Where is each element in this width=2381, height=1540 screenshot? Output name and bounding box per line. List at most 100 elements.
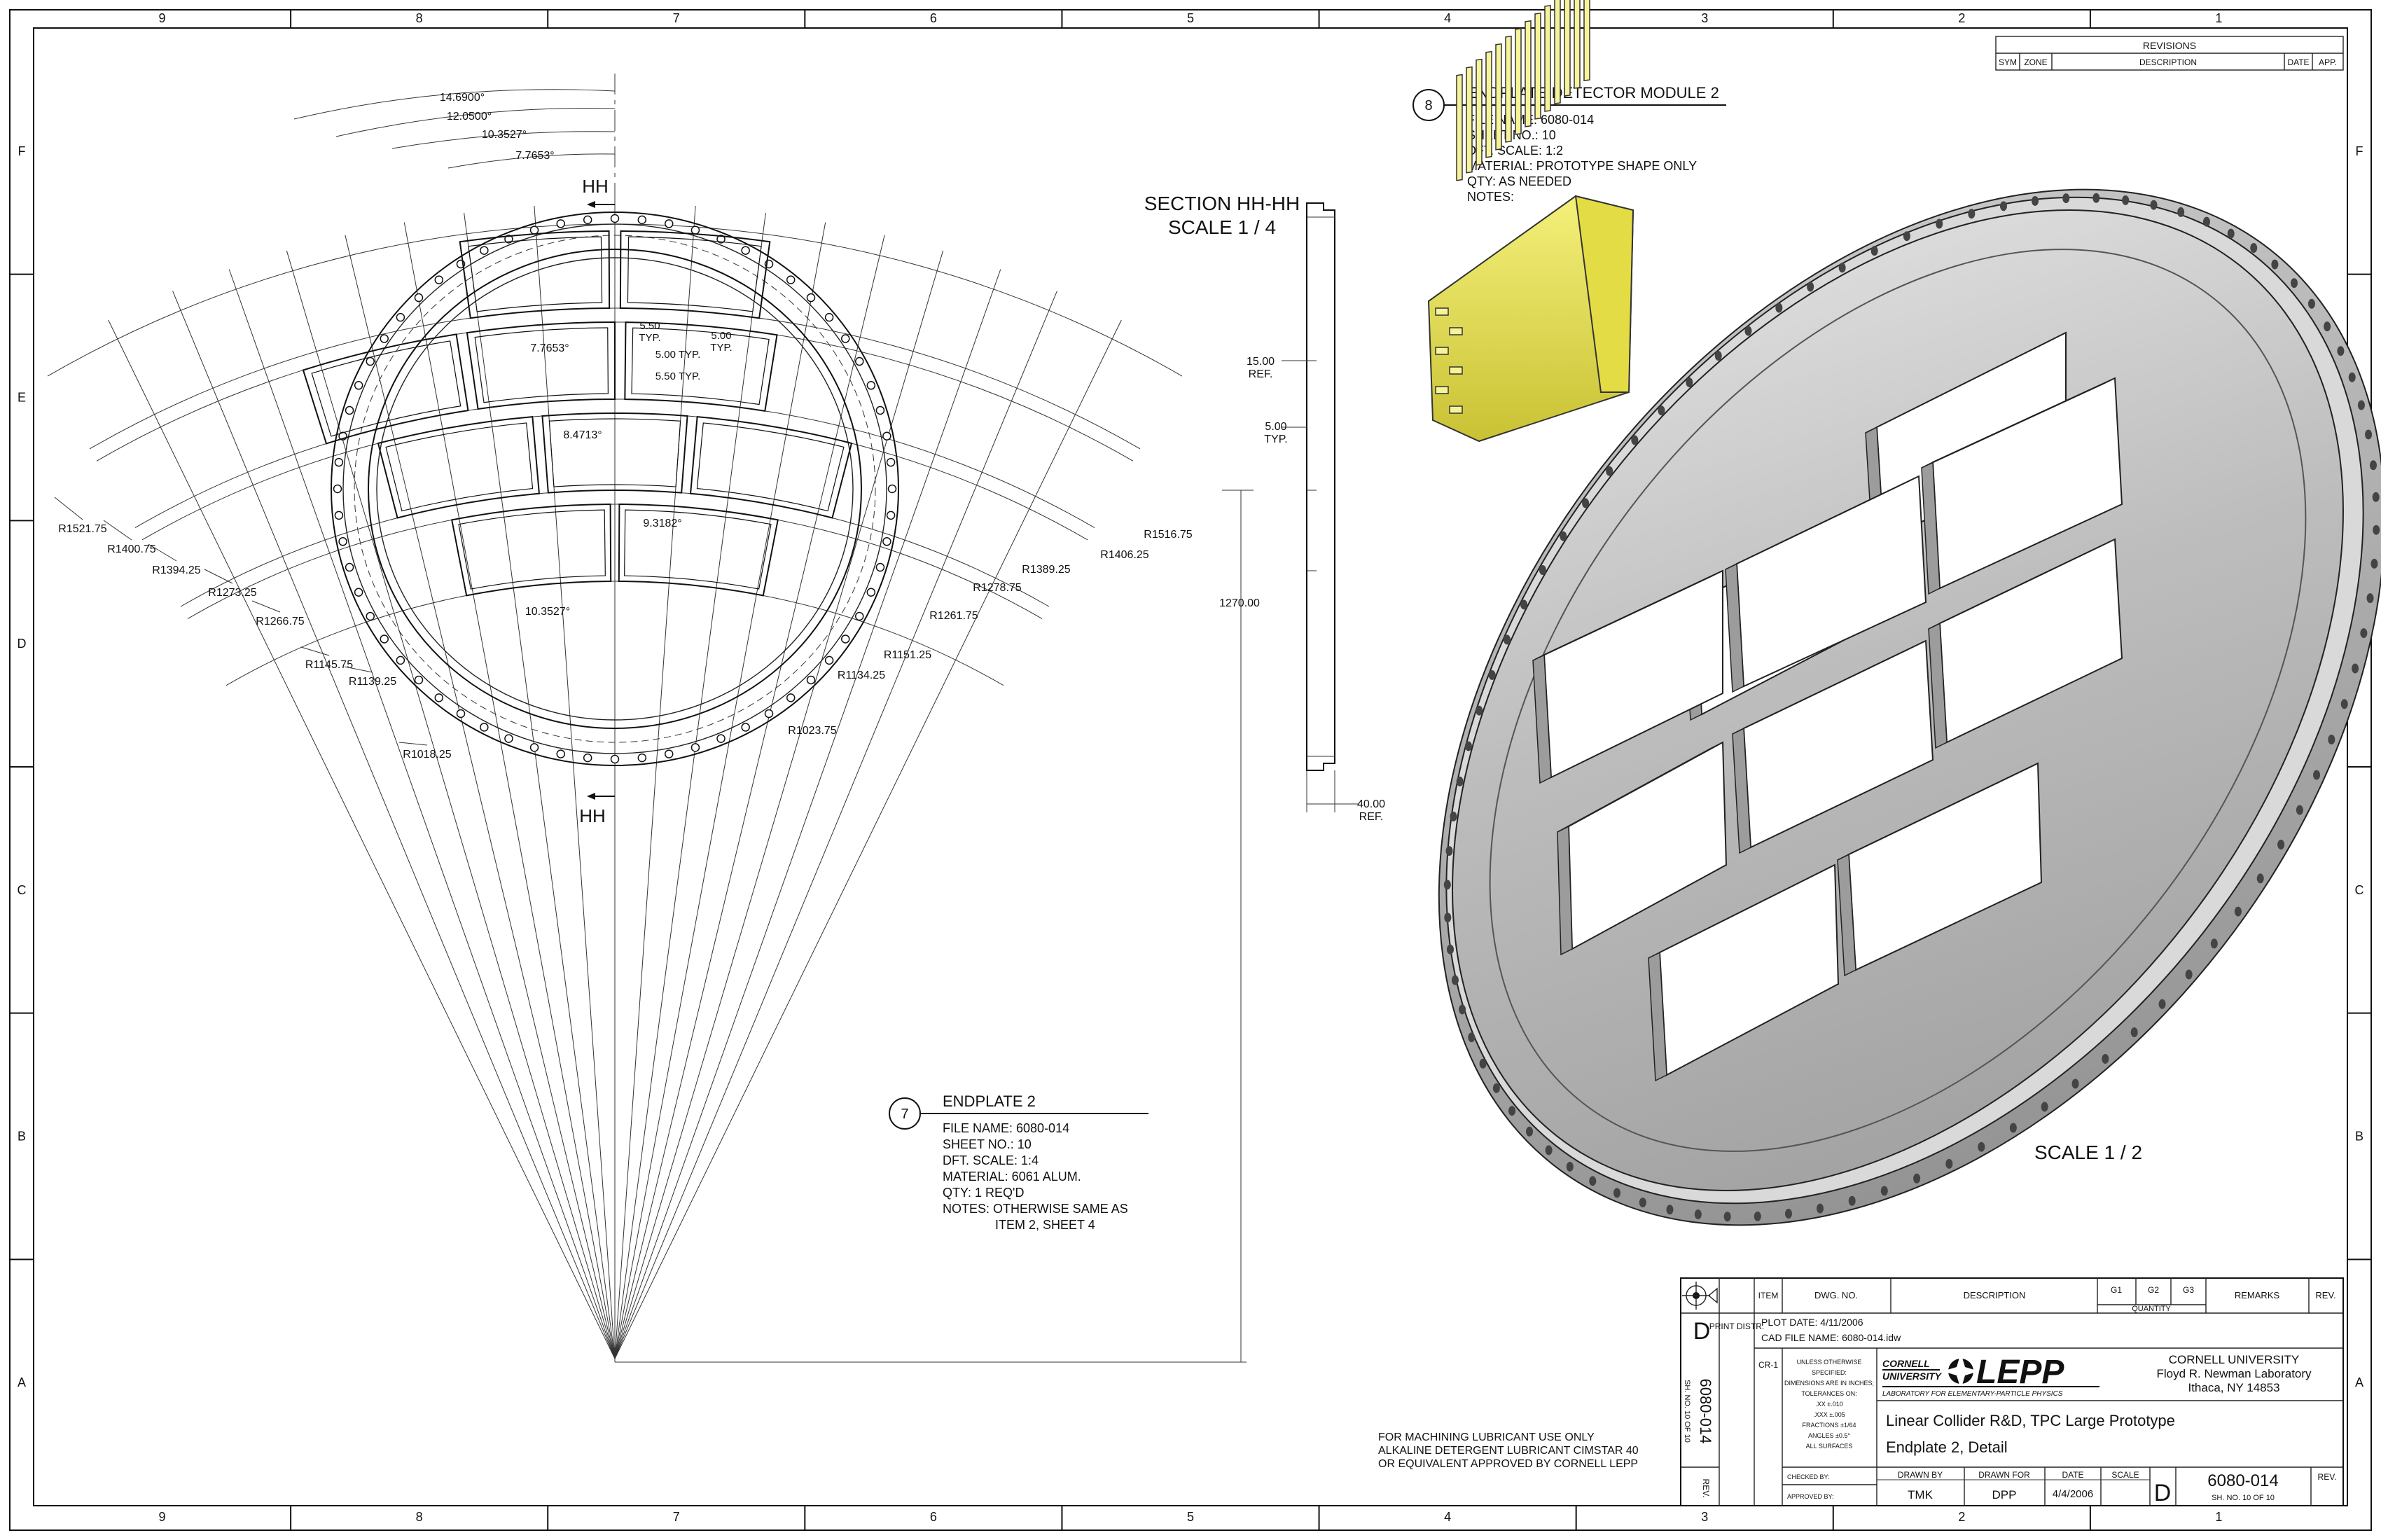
- zone-column-label: 9: [159, 11, 166, 25]
- zone-row-label: C: [2355, 883, 2364, 897]
- angle-dim-4: 7.7653°: [515, 150, 554, 162]
- right-radius-label: R1389.25: [1022, 564, 1070, 576]
- callout-line: MATERIAL: PROTOTYPE SHAPE ONLY: [1467, 159, 1697, 173]
- cell-angle-3: 9.3182°: [643, 518, 681, 529]
- approved-by: APPROVED BY:: [1787, 1493, 1834, 1500]
- zone-row-label: C: [18, 883, 27, 897]
- drawn-by-label: DRAWN BY: [1898, 1470, 1943, 1480]
- org-line-3: Ithaca, NY 14853: [2188, 1381, 2279, 1394]
- iso-scale: SCALE 1 / 2: [2034, 1142, 2142, 1163]
- zone-row-label: F: [2356, 144, 2363, 158]
- dim-40: 40.00: [1357, 798, 1385, 810]
- zone-column-label: 3: [1701, 11, 1708, 25]
- dwg-number: 6080-014: [2207, 1471, 2278, 1490]
- lubricant-note-line: OR EQUIVALENT APPROVED BY CORNELL LEPP: [1378, 1458, 1638, 1470]
- sheet-border: [9, 9, 2372, 1531]
- cr-label: CR-1: [1758, 1360, 1778, 1370]
- section-title: SECTION HH-HH: [1144, 193, 1300, 214]
- plot-date: PLOT DATE: 4/11/2006: [1761, 1317, 1863, 1328]
- note-5-00-typ-2: 5.00 TYP.: [655, 349, 701, 361]
- org-line-2: Floyd R. Newman Laboratory: [2156, 1367, 2312, 1380]
- left-radius-label: R1139.25: [349, 676, 396, 688]
- callout-line: QTY: AS NEEDED: [1467, 174, 1571, 188]
- right-radius-label: R1023.75: [788, 725, 836, 737]
- section-label-bottom: HH: [579, 805, 606, 826]
- tb-g3: G3: [2183, 1285, 2194, 1295]
- callout-line: QTY: 1 REQ'D: [943, 1186, 1024, 1200]
- zone-column-label: 8: [416, 11, 423, 25]
- tb-g1: G1: [2111, 1285, 2122, 1295]
- drawn-for-label: DRAWN FOR: [1978, 1470, 2030, 1480]
- right-radius-label: R1406.25: [1100, 549, 1148, 561]
- front-view: 14.6900° 12.0500° 10.3527° 7.7653° 1270.…: [47, 74, 1260, 1363]
- tolerance-line: DIMENSIONS ARE IN INCHES;: [1784, 1380, 1874, 1387]
- callout-line: NOTES:: [1467, 190, 1514, 204]
- title-line-2: Endplate 2, Detail: [1886, 1438, 2008, 1456]
- lubricant-note-line: ALKALINE DETERGENT LUBRICANT CIMSTAR 40: [1378, 1445, 1639, 1457]
- sheet-number: SH. NO. 10 OF 10: [2212, 1494, 2275, 1502]
- zone-column-label: 6: [930, 1510, 937, 1524]
- zone-column-label: 4: [1444, 11, 1451, 25]
- zone-column-label: 1: [2215, 1510, 2222, 1524]
- section-arrow-bottom: HH: [579, 793, 615, 826]
- dim-15-ref: REF.: [1249, 368, 1273, 380]
- org-line-1: CORNELL UNIVERSITY: [2169, 1353, 2299, 1366]
- right-radius-label: R1134.25: [838, 670, 885, 681]
- zone-column-label: 5: [1187, 11, 1194, 25]
- drawn-date: 4/4/2006: [2053, 1488, 2093, 1500]
- zone-row-label: E: [18, 391, 26, 405]
- tolerance-line: SPECIFIED:: [1812, 1369, 1847, 1376]
- zone-column-label: 2: [1958, 1510, 1965, 1524]
- callout-line: SHEET NO.: 10: [943, 1137, 1032, 1151]
- title-block: D PRINT DISTR. ITEM DWG. NO. DESCRIPTION…: [1680, 1277, 2344, 1506]
- angle-dim-3: 10.3527°: [482, 129, 527, 141]
- angle-dim-1: 14.6900°: [440, 92, 485, 104]
- print-distr: PRINT DISTR.: [1709, 1322, 1764, 1331]
- tolerance-line: TOLERANCES ON:: [1801, 1390, 1856, 1397]
- rev-header-zone: ZONE: [2024, 57, 2047, 67]
- title-line-1: Linear Collider R&D, TPC Large Prototype: [1886, 1412, 2175, 1429]
- right-radius-label: R1261.75: [929, 610, 978, 622]
- size-letter: D: [1693, 1318, 1711, 1345]
- section-label-top: HH: [582, 176, 609, 197]
- lubricant-note: FOR MACHINING LUBRICANT USE ONLY ALKALINE…: [1378, 1431, 1639, 1470]
- note-5-50-typ: TYP.: [639, 332, 660, 344]
- tb-remarks: REMARKS: [2235, 1290, 2280, 1300]
- drawn-for: DPP: [1992, 1488, 2017, 1501]
- lepp-logo: CORNELL UNIVERSITY LEPP LABORATORY FOR E…: [1882, 1353, 2099, 1398]
- callout-line: DFT. SCALE: 1:4: [943, 1153, 1039, 1167]
- zone-row-label: B: [2355, 1130, 2363, 1144]
- date-label: DATE: [2062, 1470, 2083, 1480]
- angle-dim-2: 12.0500°: [447, 111, 492, 123]
- drawn-by: TMK: [1908, 1488, 1934, 1501]
- tb-description: DESCRIPTION: [1964, 1290, 2026, 1300]
- zone-column-label: 2: [1958, 11, 1965, 25]
- logo-cornell: CORNELL: [1882, 1358, 1930, 1369]
- zone-row-label: D: [18, 637, 27, 651]
- right-radius-label: R1278.75: [973, 582, 1021, 594]
- tolerance-line: .XXX ±.005: [1813, 1411, 1845, 1418]
- tb-dwg-no: DWG. NO.: [1814, 1290, 1858, 1300]
- callout-line: ITEM 2, SHEET 4: [995, 1218, 1095, 1232]
- tb-g2: G2: [2148, 1285, 2159, 1295]
- section-scale: SCALE 1 / 4: [1168, 216, 1276, 238]
- note-5-50: 5.50: [639, 320, 660, 332]
- lubricant-note-line: FOR MACHINING LUBRICANT USE ONLY: [1378, 1431, 1595, 1443]
- tb-quantity: QUANTITY: [2132, 1305, 2171, 1313]
- zone-row-label: B: [18, 1130, 26, 1144]
- tolerance-line: .XX ±.010: [1815, 1401, 1842, 1408]
- logo-lepp: LEPP: [1976, 1354, 2064, 1391]
- tb-rev-header: REV.: [2315, 1290, 2335, 1300]
- zone-column-label: 6: [930, 11, 937, 25]
- left-radius-label: R1273.25: [208, 587, 256, 599]
- cell-angle-4: 10.3527°: [525, 606, 570, 618]
- detector-module-image: [1427, 0, 1634, 443]
- tolerance-line: ANGLES ±0.5°: [1808, 1432, 1850, 1439]
- dim-5-typ: TYP.: [1264, 433, 1288, 445]
- side-rev: REV.: [1701, 1479, 1711, 1498]
- note-5-50-typ-2: 5.50 TYP.: [655, 370, 701, 382]
- zone-column-label: 5: [1187, 1510, 1194, 1524]
- dim-40-ref: REF.: [1359, 811, 1384, 823]
